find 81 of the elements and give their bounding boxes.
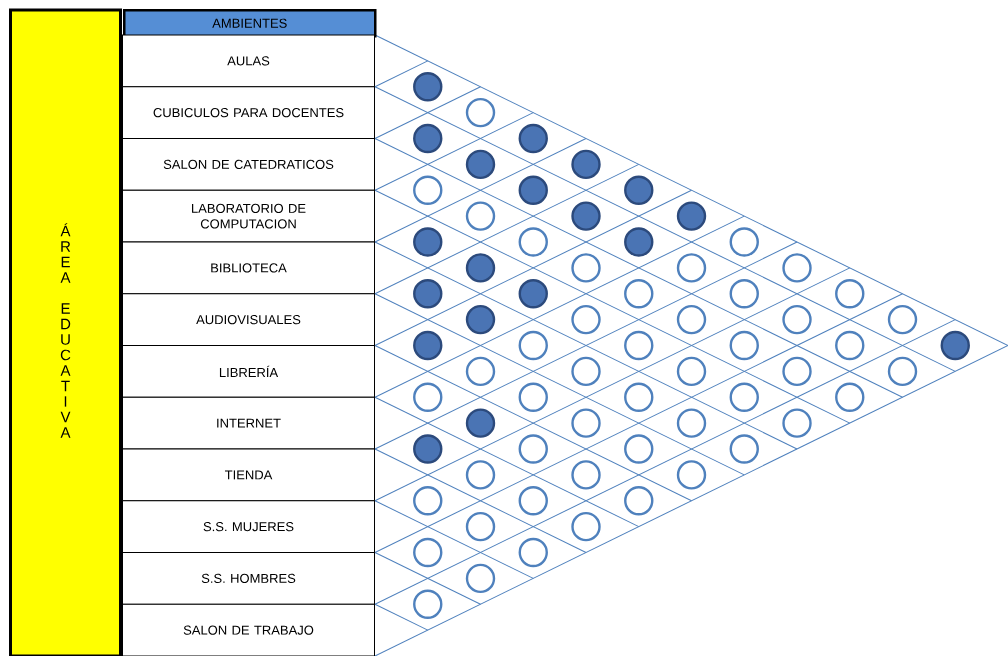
open-circle bbox=[676, 408, 707, 438]
open-circle bbox=[518, 227, 548, 257]
open-circle bbox=[465, 511, 496, 542]
vertical-band: ÁREA EDUCATIVA bbox=[9, 8, 122, 656]
row-box: AUDIOVISUALES bbox=[122, 293, 375, 346]
open-circle bbox=[729, 227, 759, 257]
filled-circle bbox=[465, 304, 496, 335]
open-circle bbox=[624, 279, 654, 309]
open-circle bbox=[624, 330, 654, 361]
open-circle bbox=[413, 382, 443, 412]
filled-circle bbox=[413, 434, 443, 464]
open-circle bbox=[571, 460, 601, 490]
open-circle bbox=[676, 253, 707, 283]
open-circle bbox=[782, 304, 812, 335]
open-circle bbox=[887, 356, 918, 387]
open-circle bbox=[729, 330, 759, 361]
open-circle bbox=[571, 356, 601, 387]
filled-circle bbox=[676, 201, 707, 231]
row-box: AULAS bbox=[122, 34, 375, 88]
open-circle bbox=[676, 460, 707, 490]
open-circle bbox=[835, 279, 865, 309]
open-circle bbox=[413, 589, 443, 619]
node-label: SALON DE TRABAJO bbox=[183, 625, 314, 635]
open-circle bbox=[518, 330, 548, 361]
open-circle bbox=[465, 460, 496, 490]
row-box: S.S. MUJERES bbox=[122, 500, 375, 553]
row-box: S.S. HOMBRES bbox=[122, 552, 375, 605]
filled-circle bbox=[413, 330, 443, 361]
open-circle bbox=[571, 511, 601, 542]
filled-circle bbox=[571, 201, 601, 231]
open-circle bbox=[729, 279, 759, 309]
filled-circle bbox=[518, 279, 548, 309]
open-circle bbox=[413, 486, 443, 516]
filled-circle bbox=[465, 149, 496, 180]
open-circle bbox=[518, 382, 548, 412]
open-circle bbox=[835, 330, 865, 361]
row-box: INTERNET bbox=[122, 396, 375, 450]
filled-circle bbox=[413, 279, 443, 309]
open-circle bbox=[465, 97, 496, 128]
row-box: LABORATORIO DE COMPUTACION bbox=[122, 189, 375, 243]
filled-circle bbox=[571, 149, 601, 180]
open-circle bbox=[782, 356, 812, 387]
filled-circle bbox=[624, 227, 654, 257]
open-circle bbox=[887, 304, 918, 335]
open-circle bbox=[835, 382, 865, 412]
open-circle bbox=[518, 537, 548, 568]
open-circle bbox=[518, 434, 548, 464]
open-circle bbox=[676, 356, 707, 387]
filled-circle bbox=[518, 123, 548, 154]
open-circle bbox=[676, 304, 707, 335]
open-circle bbox=[729, 382, 759, 412]
open-circle bbox=[782, 408, 812, 438]
open-circle bbox=[624, 434, 654, 464]
filled-circle bbox=[624, 175, 654, 205]
filled-circle bbox=[465, 408, 496, 438]
open-circle bbox=[518, 486, 548, 516]
open-circle bbox=[465, 201, 496, 231]
filled-circle bbox=[465, 253, 496, 283]
row-box: LIBRERÍA bbox=[122, 345, 375, 398]
header-box: AMBIENTES bbox=[123, 9, 377, 38]
open-circle bbox=[729, 434, 759, 464]
row-box: BIBLIOTECA bbox=[122, 241, 375, 295]
row-box: SALON DE CATEDRATICOS bbox=[122, 138, 375, 191]
filled-circle bbox=[413, 227, 443, 257]
open-circle bbox=[465, 356, 496, 387]
row-box: SALON DE TRABAJO bbox=[122, 603, 375, 656]
row-box: CUBICULOS PARA DOCENTES bbox=[122, 86, 375, 139]
filled-circle bbox=[413, 123, 443, 154]
open-circle bbox=[624, 382, 654, 412]
open-circle bbox=[782, 253, 812, 283]
open-circle bbox=[465, 563, 496, 594]
filled-circle bbox=[940, 330, 970, 361]
open-circle bbox=[413, 537, 443, 568]
row-box: TIENDA bbox=[122, 448, 375, 502]
filled-circle bbox=[413, 72, 443, 102]
open-circle bbox=[571, 253, 601, 283]
open-circle bbox=[624, 486, 654, 516]
open-circle bbox=[413, 175, 443, 205]
open-circle bbox=[571, 408, 601, 438]
open-circle bbox=[571, 304, 601, 335]
filled-circle bbox=[518, 175, 548, 205]
